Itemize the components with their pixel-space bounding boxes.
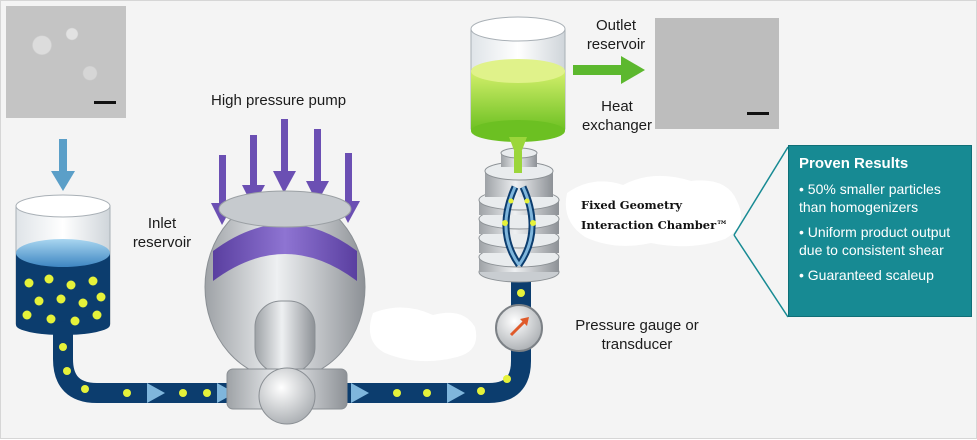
white-patch xyxy=(369,307,477,362)
inlet-micrograph xyxy=(6,6,126,118)
outlet-reservoir xyxy=(470,16,566,173)
outlet-micrograph xyxy=(655,18,779,129)
scale-bar-outlet xyxy=(747,112,769,115)
heat-exchanger-label: Heat exchanger xyxy=(575,97,659,135)
results-item: • Uniform product output due to consiste… xyxy=(799,224,951,258)
label-cloud xyxy=(565,175,741,247)
inlet-reservoir xyxy=(15,194,111,335)
outlet-label: Outlet reservoir xyxy=(581,16,651,54)
inlet-label-line1: Inlet xyxy=(147,215,177,232)
chamber-label: Fixed Geometry Interaction Chamber™ xyxy=(581,195,728,235)
results-item: • Guaranteed scaleup xyxy=(799,267,934,283)
gauge-label-line2: transducer xyxy=(601,336,673,353)
inlet-label: Inlet reservoir xyxy=(122,214,202,252)
results-item: • 50% smaller particles than homogenizer… xyxy=(799,181,941,215)
flow-arrow-icon xyxy=(147,383,465,403)
proven-results-box: Proven Results • 50% smaller particles t… xyxy=(788,145,972,317)
callout-connector xyxy=(733,146,789,318)
outlet-label-line2: reservoir xyxy=(586,36,646,53)
chamber-label-line2: Interaction Chamber™ xyxy=(581,218,728,232)
pump-label: High pressure pump xyxy=(211,92,347,109)
inlet-label-line2: reservoir xyxy=(132,234,192,251)
chamber-label-line1: Fixed Geometry xyxy=(581,198,683,212)
interaction-chamber xyxy=(478,147,560,283)
gauge-label: Pressure gauge or transducer xyxy=(567,316,707,354)
results-title: Proven Results xyxy=(799,155,909,172)
gauge-label-line1: Pressure gauge or xyxy=(575,317,699,334)
high-pressure-pump xyxy=(204,190,366,425)
heat-label-line2: exchanger xyxy=(581,117,653,134)
inlet-particles xyxy=(22,274,106,326)
pressure-gauge xyxy=(495,304,543,352)
outlet-label-line1: Outlet xyxy=(595,17,637,34)
results-list: • 50% smaller particles than homogenizer… xyxy=(799,180,961,284)
heat-label-line1: Heat xyxy=(601,98,633,115)
down-arrow-icon xyxy=(51,139,75,191)
right-arrow-icon xyxy=(573,56,645,84)
scale-bar-inlet xyxy=(94,101,116,104)
